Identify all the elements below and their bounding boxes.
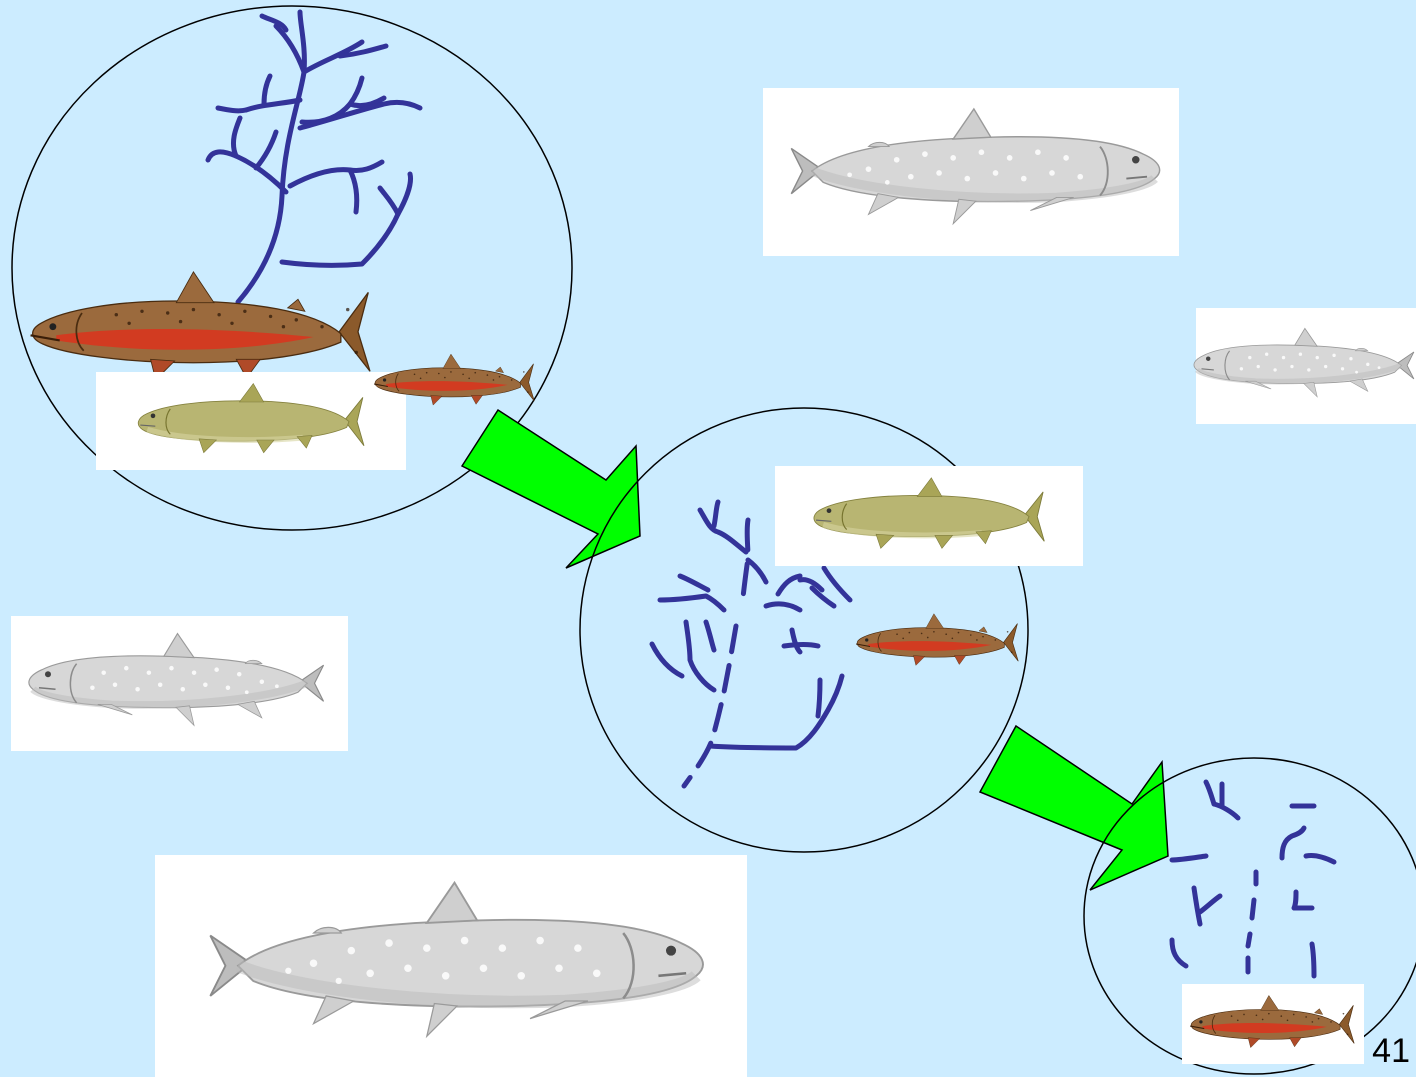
grey-bull-trout-left bbox=[11, 616, 348, 751]
stage-3-stream-fragments bbox=[1172, 782, 1334, 976]
arrow-2 bbox=[980, 726, 1168, 890]
stage-1-stream-network bbox=[208, 12, 420, 302]
stage-1-red-spawning-trout bbox=[31, 272, 370, 380]
stage-2-olive-bull-trout bbox=[775, 466, 1083, 566]
grey-bull-trout-top-center bbox=[763, 88, 1179, 256]
page-number: 41 bbox=[1372, 1032, 1410, 1071]
stage-3-small-trout bbox=[1182, 984, 1364, 1064]
grey-bull-trout-right-edge bbox=[1194, 308, 1416, 424]
stage-1-olive-bull-trout bbox=[96, 372, 406, 470]
stage-2-red-trout bbox=[856, 614, 1018, 666]
grey-bull-trout-bottom bbox=[155, 855, 747, 1077]
arrow-1 bbox=[462, 410, 640, 568]
